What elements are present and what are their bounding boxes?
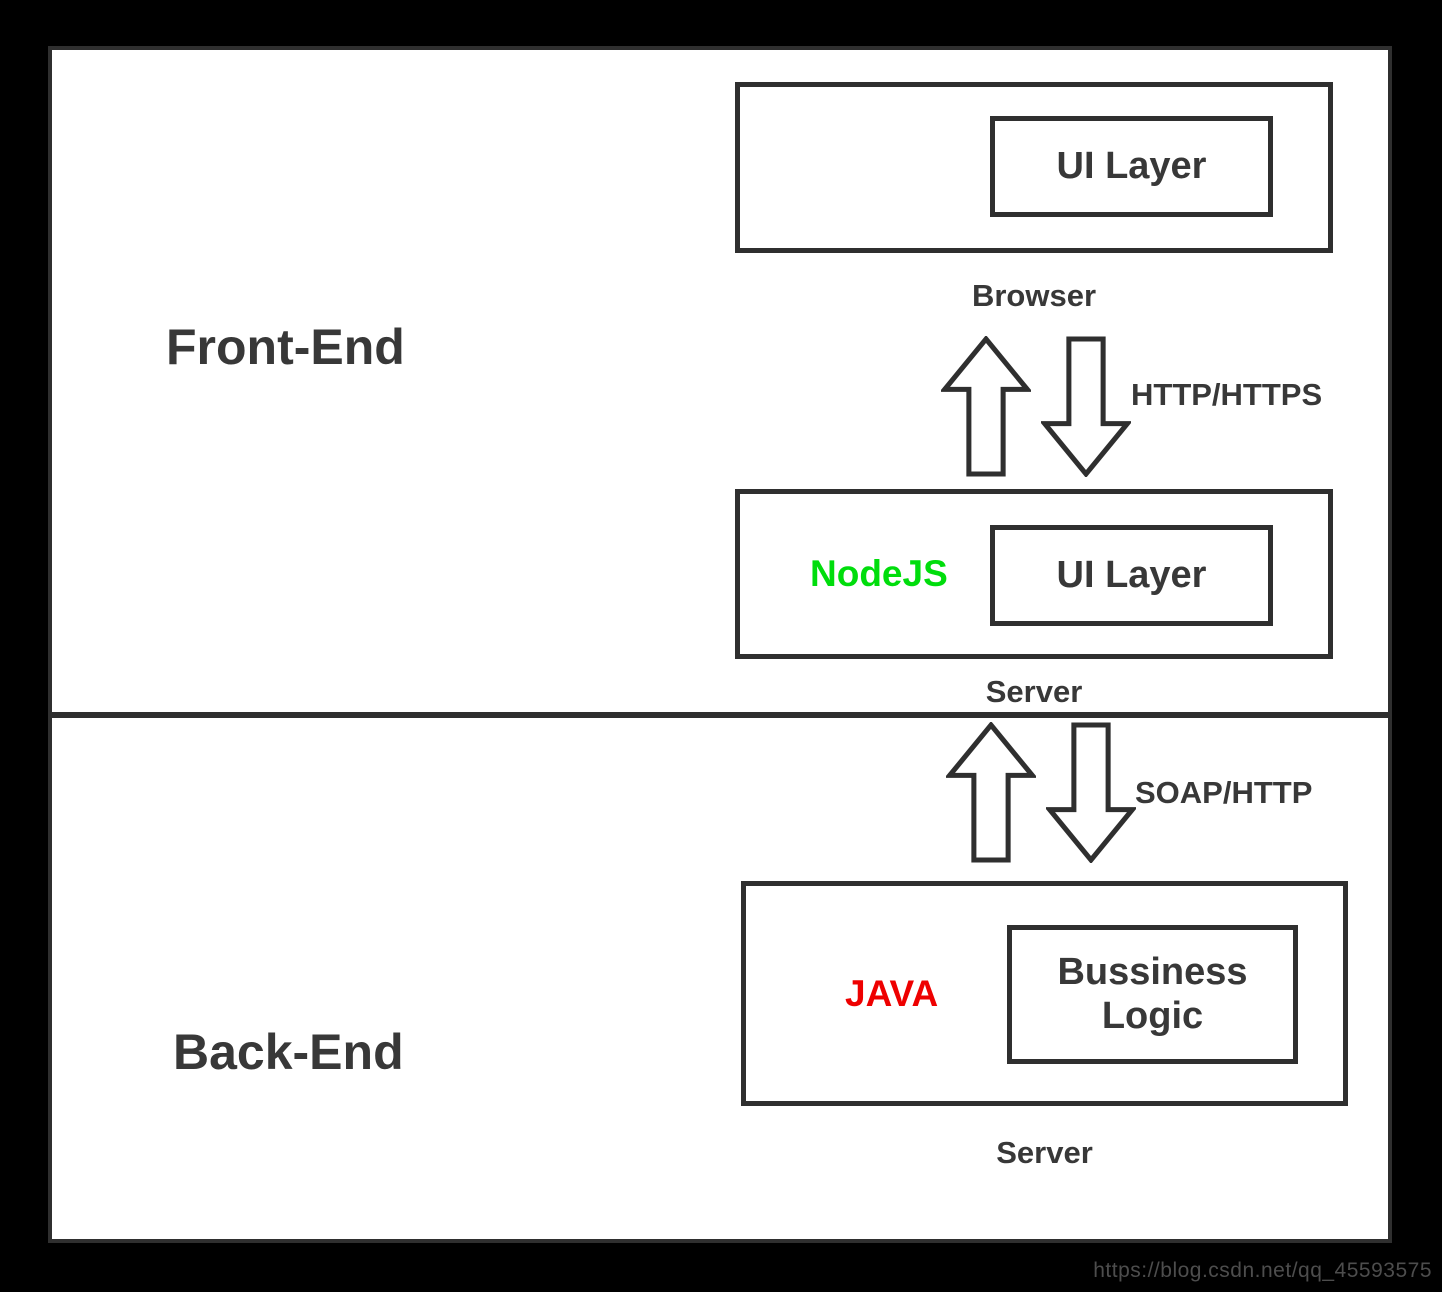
bussiness-logic-label: Bussiness Logic — [1057, 950, 1248, 1037]
nodejs-label: NodeJS — [810, 553, 948, 594]
nodejs-ui-layer-box: UI Layer — [990, 525, 1273, 626]
nodejs-server-caption: Server — [985, 674, 1083, 709]
browser-ui-layer-label: UI Layer — [1056, 144, 1207, 187]
nodejs-ui-layer-label: UI Layer — [1056, 553, 1207, 596]
java-box: JAVA Bussiness Logic — [741, 881, 1348, 1106]
browser-ui-layer-box: UI Layer — [990, 116, 1273, 217]
back-end-section-label: Back-End — [173, 1024, 404, 1080]
watermark: https://blog.csdn.net/qq_45593575 — [1093, 1259, 1432, 1282]
down-arrow-icon — [1041, 336, 1131, 477]
up-arrow-icon — [946, 722, 1036, 863]
browser-caption: Browser — [971, 278, 1097, 313]
java-server-caption: Server — [996, 1135, 1093, 1170]
soap-http-label: SOAP/HTTP — [1135, 775, 1313, 810]
java-label: JAVA — [845, 972, 939, 1014]
up-arrow-icon — [941, 336, 1031, 477]
front-end-section-label: Front-End — [166, 319, 405, 375]
down-arrow-icon — [1046, 722, 1136, 863]
bussiness-logic-box: Bussiness Logic — [1007, 925, 1298, 1064]
nodejs-box: NodeJS UI Layer — [735, 489, 1333, 659]
frontend-backend-divider — [48, 712, 1392, 718]
browser-box: UI Layer — [735, 82, 1333, 253]
http-https-label: HTTP/HTTPS — [1131, 377, 1323, 412]
